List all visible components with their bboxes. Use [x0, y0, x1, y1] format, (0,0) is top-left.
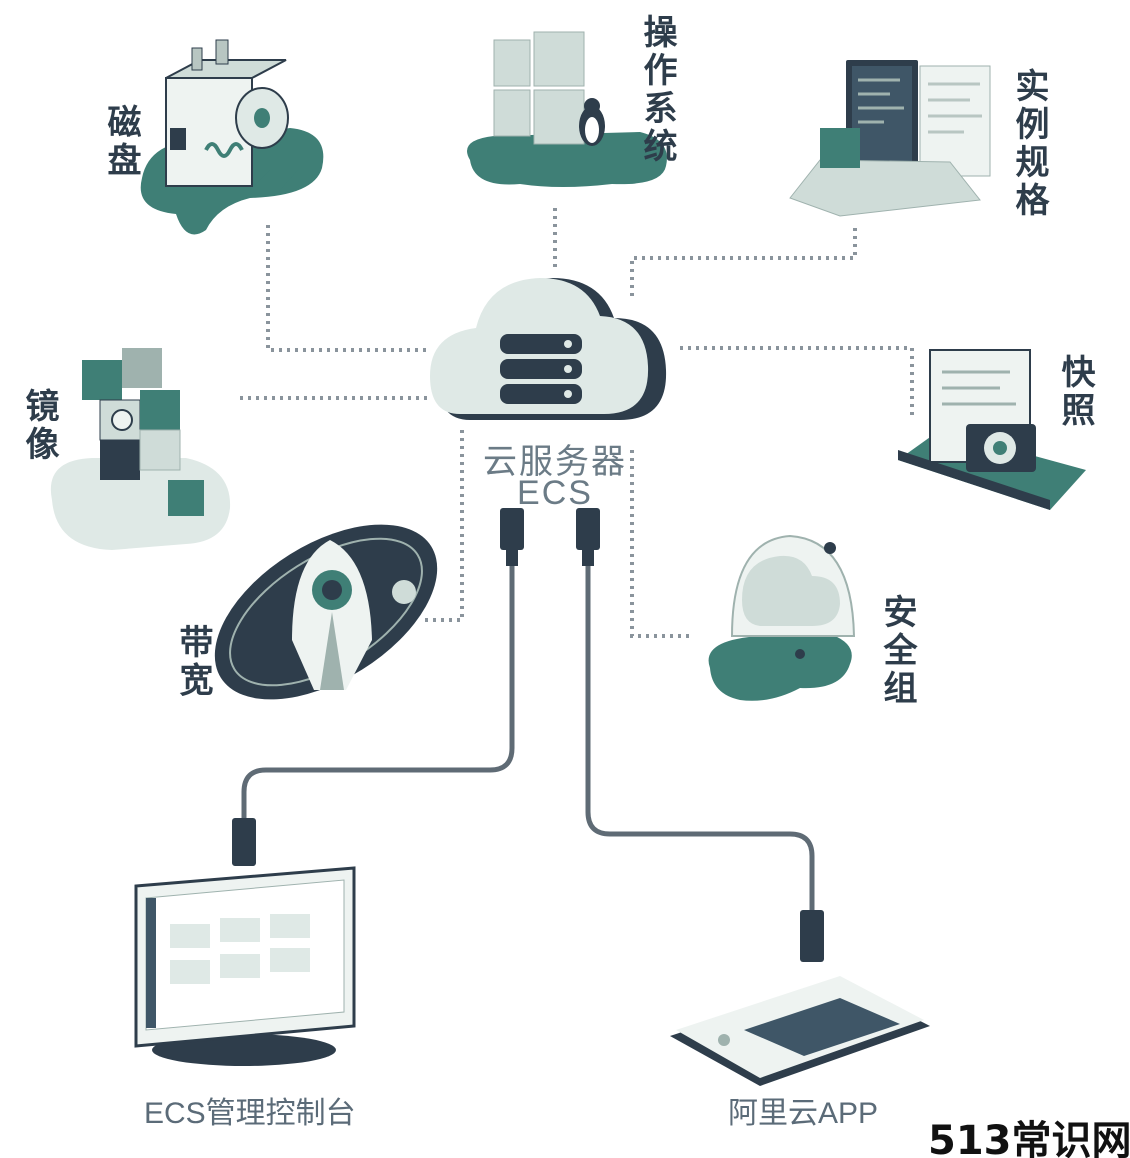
disk-label: 磁盘	[102, 104, 140, 180]
bandwidth-label: 带宽	[174, 624, 212, 700]
console-label: ECS管理控制台	[144, 1097, 356, 1130]
disk-machine-icon	[140, 39, 324, 235]
monitor-icon	[134, 866, 356, 1066]
cable-plug-icon	[232, 508, 824, 962]
os-label: 操作系统	[638, 14, 676, 166]
app-label: 阿里云APP	[728, 1097, 879, 1130]
dotted-connectors	[240, 208, 914, 638]
cloud-server-icon	[430, 278, 667, 420]
watermark-text: 513常识网	[928, 1118, 1130, 1158]
snapshot-camera-icon	[898, 349, 1086, 510]
cables	[241, 565, 815, 912]
rocket-orbit-icon	[214, 524, 438, 700]
laptop-code-icon	[789, 60, 991, 217]
security-dome-icon	[708, 534, 856, 701]
image-blocks-icon	[50, 348, 231, 550]
ecs-title: 云服务器	[483, 443, 627, 481]
ecs-subtitle: ECS	[517, 474, 593, 512]
instance-spec-label: 实例规格	[1010, 68, 1048, 220]
security-group-label: 安全组	[878, 594, 916, 708]
snapshot-label: 快照	[1056, 354, 1094, 430]
windows-linux-icon	[467, 31, 667, 187]
image-label: 镜像	[20, 388, 58, 464]
tablet-icon	[670, 976, 930, 1086]
